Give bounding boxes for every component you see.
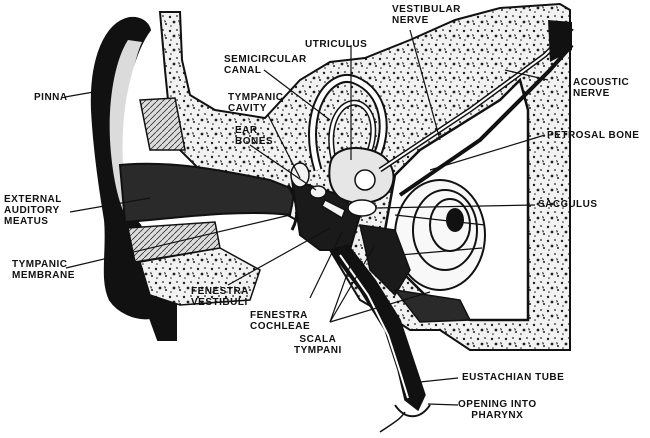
label-line: VESTIBULAR xyxy=(392,4,461,15)
label-opening-into-pharynx: OPENING INTO PHARYNX xyxy=(458,399,537,421)
label-eustachian-tube: EUSTACHIAN TUBE xyxy=(462,372,564,383)
label-semicircular-canal: SEMICIRCULAR CANAL xyxy=(224,54,307,76)
label-pinna: PINNA xyxy=(34,92,68,103)
label-line: ACOUSTIC xyxy=(573,77,629,88)
label-line: OPENING INTO xyxy=(458,399,537,410)
label-line: NERVE xyxy=(573,88,629,99)
label-line: EXTERNAL xyxy=(4,194,62,205)
label-line: CAVITY xyxy=(228,103,283,114)
label-line: UTRICULUS xyxy=(305,39,367,50)
label-line: PINNA xyxy=(34,92,68,103)
label-line: TYMPANIC xyxy=(228,92,283,103)
label-line: FENESTRA xyxy=(191,286,249,297)
label-line: PETROSAL BONE xyxy=(547,130,639,141)
label-line: MEMBRANE xyxy=(12,270,75,281)
label-fenestra-cochleae: FENESTRA COCHLEAE xyxy=(250,310,310,332)
label-line: AUDITORY xyxy=(4,205,62,216)
label-scala-tympani: SCALA TYMPANI xyxy=(294,334,342,356)
label-line: NERVE xyxy=(392,15,461,26)
label-utriculus: UTRICULUS xyxy=(305,39,367,50)
sacculus-shape xyxy=(348,200,376,216)
label-line: MEATUS xyxy=(4,216,62,227)
label-fenestra-vestibuli: FENESTRA VESTIBULI xyxy=(191,286,249,308)
label-line: FENESTRA xyxy=(250,310,310,321)
label-vestibular-nerve: VESTIBULAR NERVE xyxy=(392,4,461,26)
label-line: SCALA xyxy=(294,334,342,345)
utriculus-spot xyxy=(355,170,375,190)
label-line: TYMPANI xyxy=(294,345,342,356)
label-line: SACCULUS xyxy=(538,199,598,210)
label-tympanic-membrane: TYMPANIC MEMBRANE xyxy=(12,259,75,281)
label-tympanic-cavity: TYMPANIC CAVITY xyxy=(228,92,283,114)
label-acoustic-nerve: ACOUSTIC NERVE xyxy=(573,77,629,99)
label-line: BONES xyxy=(235,136,273,147)
label-line: PHARYNX xyxy=(458,410,537,421)
label-line: VESTIBULI xyxy=(191,297,249,308)
label-line: COCHLEAE xyxy=(250,321,310,332)
label-petrosal-bone: PETROSAL BONE xyxy=(547,130,639,141)
label-ear-bones: EAR BONES xyxy=(235,125,273,147)
label-line: TYMPANIC xyxy=(12,259,75,270)
label-external-auditory-meatus: EXTERNAL AUDITORY MEATUS xyxy=(4,194,62,227)
label-line: EAR xyxy=(235,125,273,136)
label-sacculus: SACCULUS xyxy=(538,199,598,210)
pharynx-edge xyxy=(380,412,405,432)
label-line: CANAL xyxy=(224,65,307,76)
label-line: SEMICIRCULAR xyxy=(224,54,307,65)
label-line: EUSTACHIAN TUBE xyxy=(462,372,564,383)
